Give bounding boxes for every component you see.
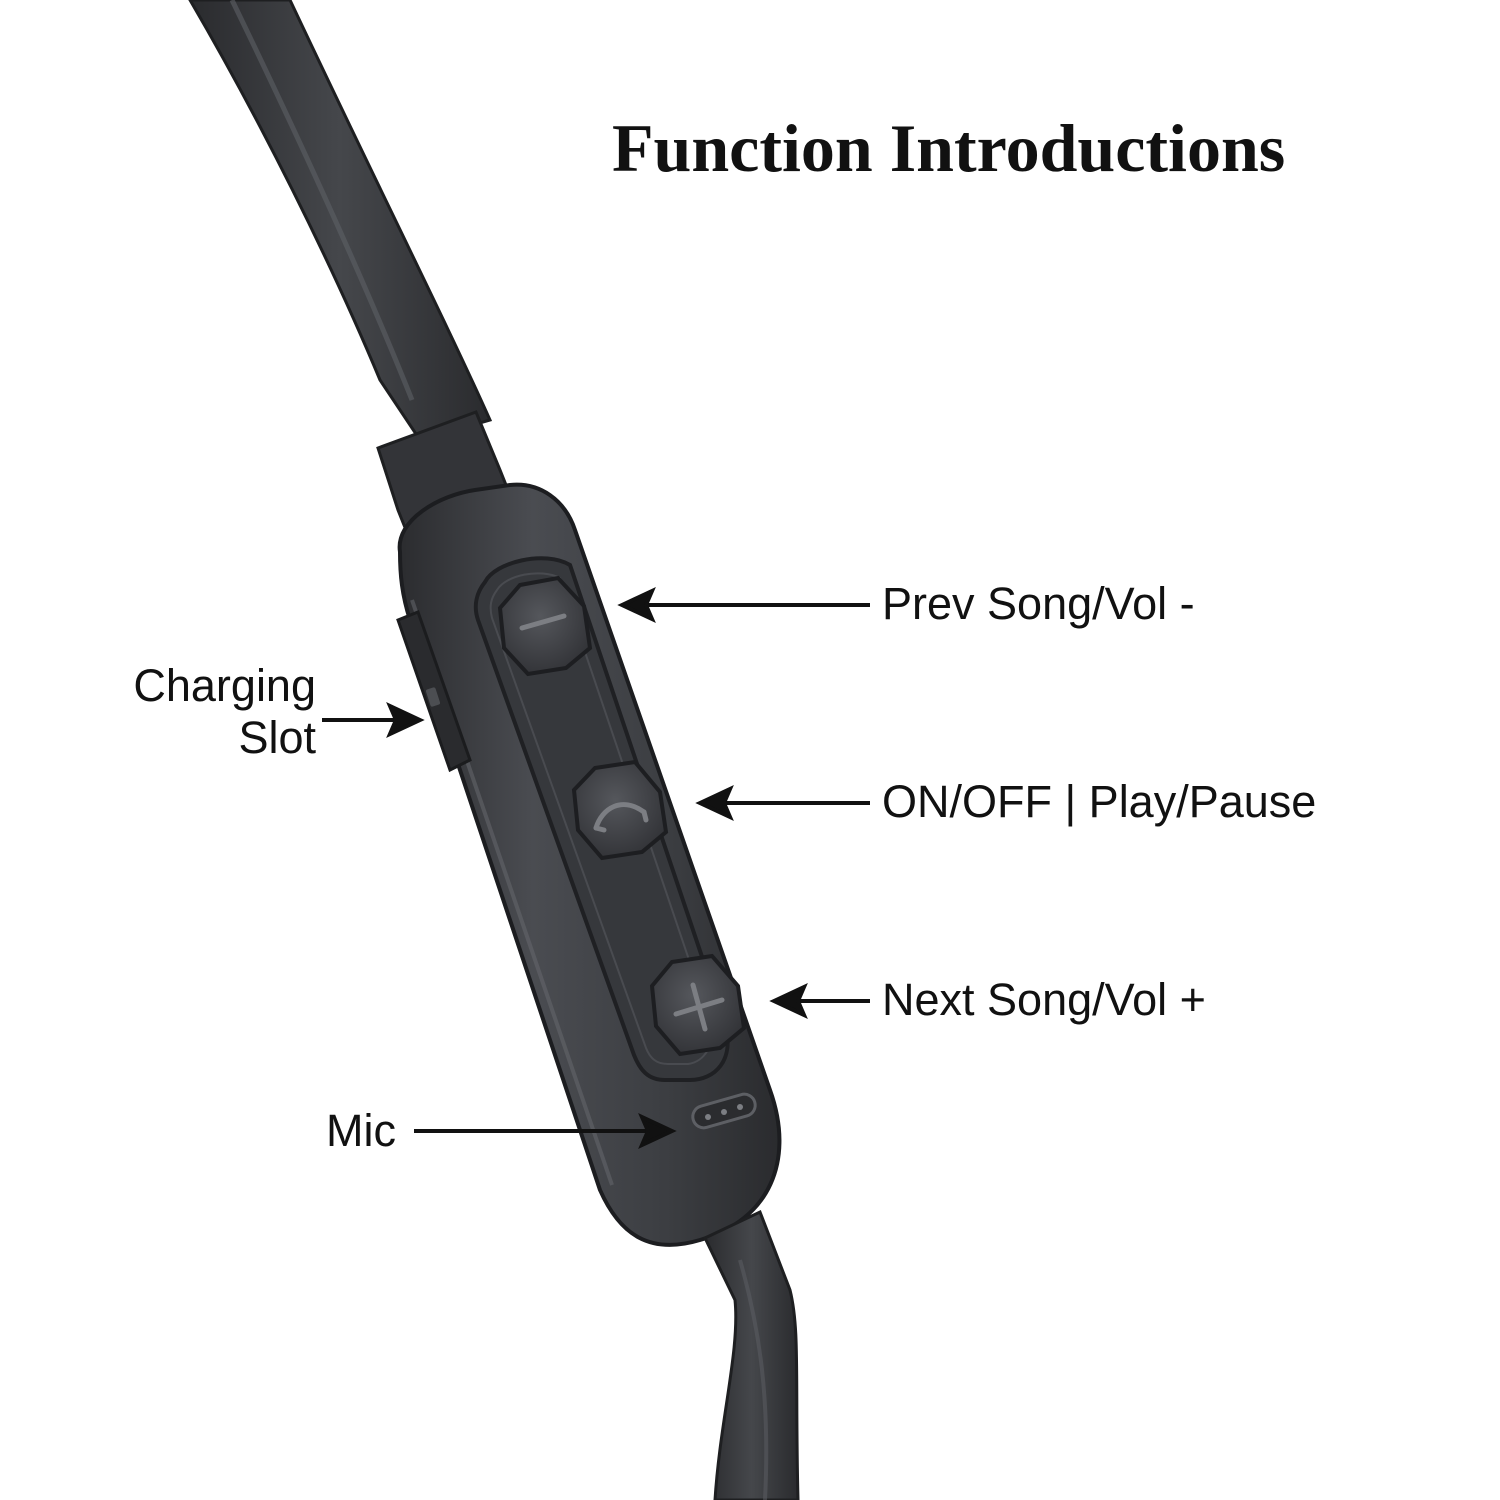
neckband-cable bbox=[188, 0, 493, 442]
arrow-prev bbox=[617, 586, 870, 624]
arrow-charging bbox=[322, 701, 425, 739]
callout-next-song: Next Song/Vol + bbox=[882, 974, 1206, 1025]
button-panel-inner bbox=[489, 572, 713, 1065]
arrow-onoff bbox=[695, 784, 870, 822]
callout-charging-slot: Charging Slot bbox=[60, 660, 316, 764]
charging-port-mark bbox=[425, 687, 441, 707]
arrow-mic bbox=[414, 1112, 677, 1150]
page-title: Function Introductions bbox=[612, 110, 1286, 186]
volume-down-button[interactable] bbox=[497, 575, 593, 677]
volume-up-button[interactable] bbox=[649, 953, 747, 1057]
earbud-cable bbox=[702, 1209, 800, 1500]
callout-on-off: ON/OFF | Play/Pause bbox=[882, 776, 1317, 827]
mic-grille bbox=[691, 1092, 757, 1130]
plus-icon bbox=[673, 982, 725, 1032]
neckband-highlight bbox=[229, 0, 415, 401]
minus-icon bbox=[519, 613, 567, 631]
phone-icon bbox=[593, 802, 647, 831]
callout-prev-song: Prev Song/Vol - bbox=[882, 578, 1195, 629]
callout-mic: Mic bbox=[326, 1105, 396, 1156]
power-play-pause-button[interactable] bbox=[571, 759, 669, 861]
earbud-cable-highlight bbox=[738, 1259, 769, 1500]
callout-charging-line1: Charging bbox=[133, 660, 316, 711]
callout-charging-line2: Slot bbox=[238, 712, 316, 763]
arrow-next bbox=[769, 982, 870, 1020]
